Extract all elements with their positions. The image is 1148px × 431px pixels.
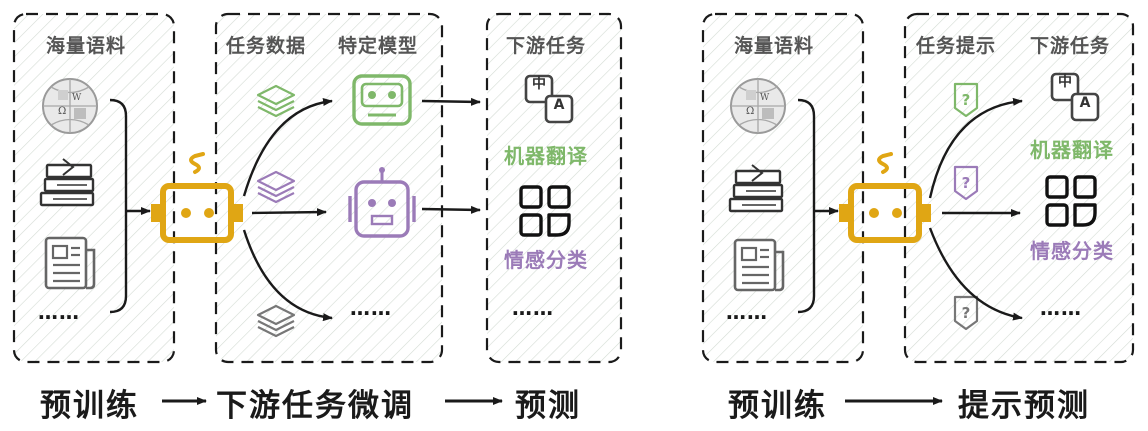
left-corpus-ellipsis: …… xyxy=(38,300,80,324)
arrow-model-to-mt xyxy=(421,97,481,106)
wikipedia-globe-icon xyxy=(730,78,786,134)
left-corpus-bracket xyxy=(109,98,128,314)
arrow-to-model-purple xyxy=(251,208,327,217)
right-task-mt: 机器翻译 xyxy=(1030,138,1114,162)
translate-char-a: A xyxy=(554,97,565,113)
step-pretrain-left: 预训练 xyxy=(40,388,139,424)
arrow-model-to-sentiment xyxy=(421,205,481,214)
translate-char-zh: 中 xyxy=(532,75,546,92)
left-task-mt: 机器翻译 xyxy=(504,144,588,168)
right-task-box xyxy=(903,12,1135,364)
translate-char-zh: 中 xyxy=(1058,73,1072,90)
arrow-to-model-green xyxy=(242,98,333,197)
left-downstream-title: 下游任务 xyxy=(506,35,587,57)
prompt-q-purple: ? xyxy=(962,174,971,192)
left-task-ellipsis: …… xyxy=(512,296,554,320)
books-icon xyxy=(728,163,784,213)
newspaper-icon xyxy=(44,236,96,290)
translate-char-a: A xyxy=(1080,95,1091,111)
right-corpus-title: 海量语料 xyxy=(734,35,815,57)
left-task-sentiment: 情感分类 xyxy=(504,248,588,272)
step-predict: 预测 xyxy=(515,388,581,424)
robot-face-icon xyxy=(348,167,416,238)
arrow-to-other xyxy=(928,227,1023,321)
arrow-to-mt xyxy=(928,97,1023,199)
right-downstream-title: 下游任务 xyxy=(1030,35,1111,57)
task-prompt-title: 任务提示 xyxy=(916,35,997,57)
robot-face-icon xyxy=(352,74,412,126)
left-corpus-title: 海量语料 xyxy=(46,35,127,57)
right-corpus-ellipsis: …… xyxy=(726,300,768,324)
left-model-ellipsis: …… xyxy=(350,296,392,320)
right-task-sentiment: 情感分类 xyxy=(1030,239,1114,263)
step-pretrain-right: 预训练 xyxy=(728,388,827,424)
prompt-q-gray: ? xyxy=(962,304,971,322)
newspaper-icon xyxy=(733,238,785,292)
arrow-to-model-other xyxy=(242,229,333,322)
right-corpus-bracket xyxy=(797,98,816,314)
right-task-ellipsis: …… xyxy=(1040,296,1082,320)
task-data-title: 任务数据 xyxy=(226,35,307,57)
wikipedia-globe-icon xyxy=(42,78,98,134)
books-icon xyxy=(39,157,95,207)
prompt-q-green: ? xyxy=(962,91,971,109)
specific-model-title: 特定模型 xyxy=(338,35,419,57)
step-finetune: 下游任务微调 xyxy=(216,388,414,424)
step-prompt-predict: 提示预测 xyxy=(958,388,1090,424)
